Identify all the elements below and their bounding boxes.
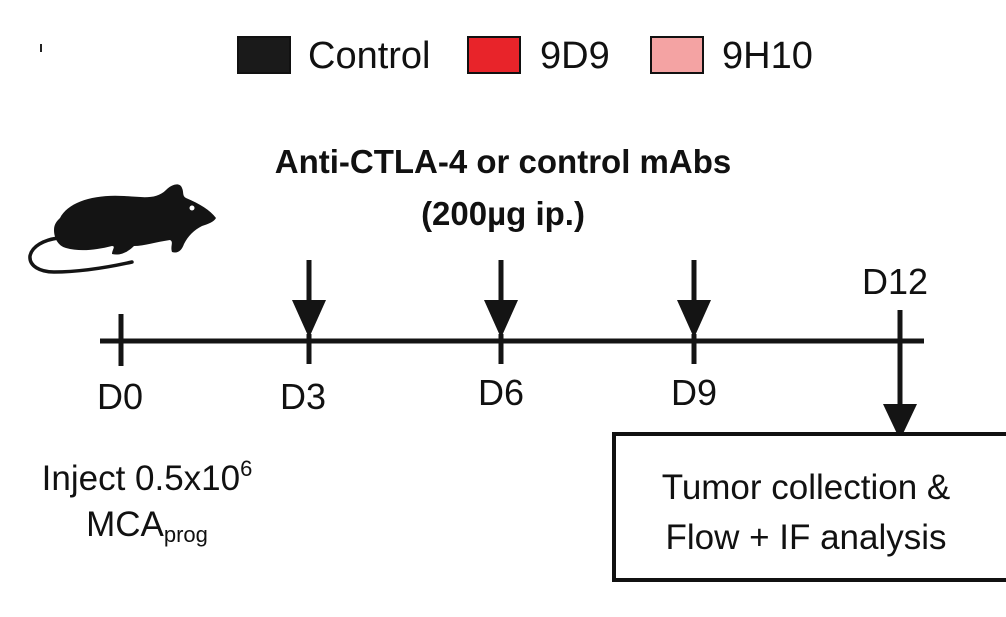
dose-arrow-d9 [677,260,711,338]
outcome-box: Tumor collection & Flow + IF analysis [612,432,1006,582]
day-label-d12: D12 [862,261,929,302]
injection-dose-line: Inject 0.5x106 [12,456,282,502]
legend-label-9d9: 9D9 [540,35,610,77]
dose-arrow-d3 [292,260,326,338]
outcome-line-2: Flow + IF analysis [665,518,947,557]
stray-mark [40,44,42,52]
injection-cells-subscript: prog [163,522,208,547]
collection-arrow-d12 [883,310,917,440]
legend-label-control: Control [308,35,431,77]
dose-arrow-d6 [484,260,518,338]
outcome-line-1: Tumor collection & [661,468,951,507]
day-label-d9: D9 [671,372,718,413]
day-label-d0: D0 [97,376,144,417]
day-label-d3: D3 [280,376,327,417]
injection-cells-text: MCA [86,505,164,544]
injection-cells-line: MCAprog [12,502,282,548]
treatment-dose: (200µg ip.) [421,195,585,232]
mouse-icon [28,184,216,274]
legend-label-9h10: 9H10 [722,35,813,77]
legend-swatch-9h10 [650,36,704,74]
treatment-title: Anti-CTLA-4 or control mAbs [274,143,732,180]
day-label-d6: D6 [478,372,525,413]
injection-exponent: 6 [240,456,253,481]
legend-swatch-control [237,36,291,74]
injection-note: Inject 0.5x106 MCAprog [12,456,282,548]
injection-dose-text: Inject 0.5x10 [41,459,241,498]
legend-swatch-9d9 [467,36,521,74]
